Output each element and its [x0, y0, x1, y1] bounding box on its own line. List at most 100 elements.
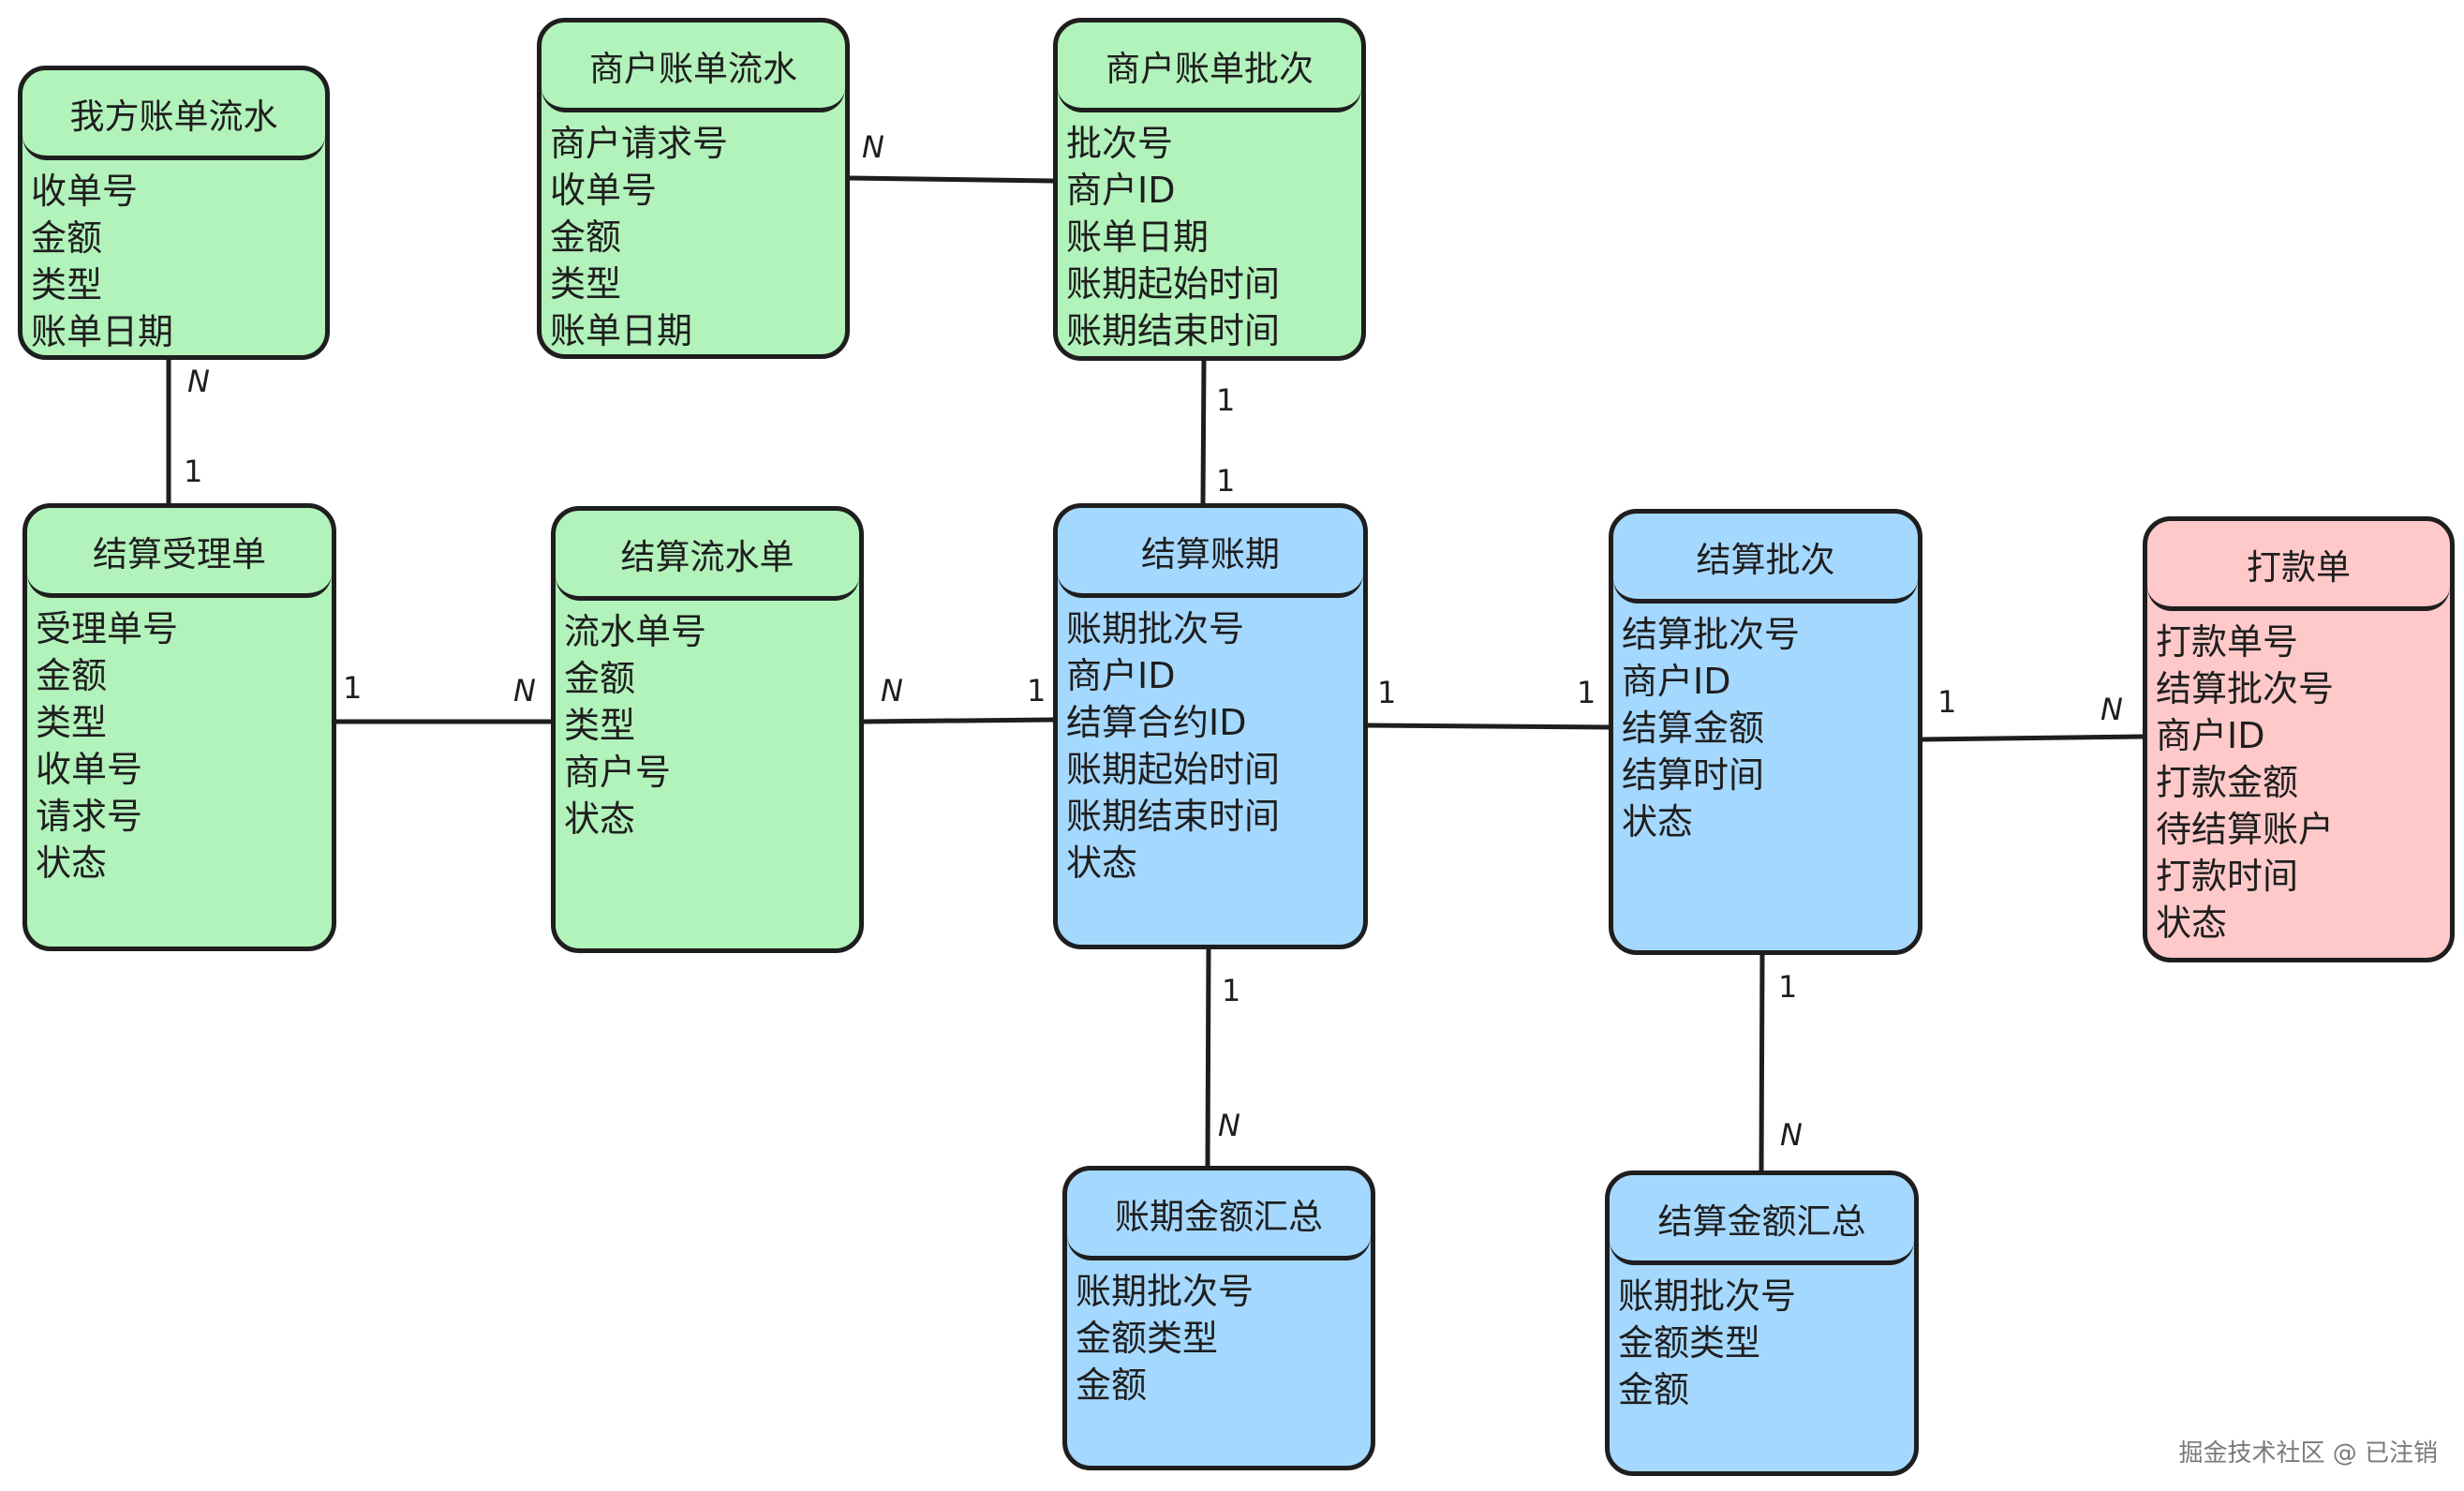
entity-field: 账期批次号 [1618, 1275, 1797, 1317]
entity-period-amount-summary: 账期金额汇总 账期批次号 金额类型 金额 [1062, 1166, 1375, 1470]
entity-fields: 账期批次号 金额类型 金额 [1067, 1260, 1371, 1409]
rel-batch-payment [1920, 734, 2145, 742]
entity-field: 商户ID [1622, 661, 1731, 702]
cardinality-label: 1 [1778, 969, 1798, 1005]
entity-fields: 流水单号 金额 类型 商户号 状态 [556, 601, 859, 842]
cardinality-label: 1 [1027, 673, 1046, 708]
entity-field: 账期批次号 [1066, 608, 1245, 649]
entity-settlement-batch: 结算批次 结算批次号 商户ID 结算金额 结算时间 状态 [1609, 509, 1922, 955]
rel-batch-period [1200, 357, 1207, 506]
entity-field: 打款单号 [2156, 621, 2299, 663]
entity-title: 账期金额汇总 [1067, 1170, 1371, 1260]
cardinality-label: 1 [343, 670, 363, 706]
entity-title: 结算金额汇总 [1610, 1175, 1914, 1265]
entity-field: 打款金额 [2156, 762, 2299, 803]
entity-field: 状态 [36, 842, 108, 884]
cardinality-label: N [1780, 1117, 1803, 1153]
entity-field: 打款时间 [2156, 856, 2299, 897]
entity-field: 结算批次号 [2156, 668, 2335, 709]
entity-field: 收单号 [550, 170, 658, 211]
entity-settlement-flow: 结算流水单 流水单号 金额 类型 商户号 状态 [551, 506, 864, 953]
rel-merchantflow-batch [847, 175, 1056, 184]
cardinality-label: N [881, 673, 903, 708]
entity-field: 收单号 [36, 749, 143, 790]
entity-fields: 账期批次号 金额类型 金额 [1610, 1265, 1914, 1413]
entity-fields: 收单号 金额 类型 账单日期 [22, 160, 325, 355]
entity-field: 商户ID [1066, 655, 1176, 696]
entity-field: 金额 [36, 655, 108, 696]
entity-field: 商户ID [1066, 170, 1176, 211]
entity-field: 金额类型 [1618, 1322, 1761, 1364]
entity-fields: 打款单号 结算批次号 商户ID 打款金额 待结算账户 打款时间 状态 [2147, 611, 2450, 947]
entity-settle-amount-summary: 结算金额汇总 账期批次号 金额类型 金额 [1605, 1170, 1919, 1476]
entity-field: 类型 [564, 705, 636, 746]
entity-field: 受理单号 [36, 608, 179, 649]
entity-fields: 受理单号 金额 类型 收单号 请求号 状态 [27, 598, 332, 887]
entity-field: 收单号 [31, 171, 139, 212]
entity-field: 账期起始时间 [1066, 749, 1281, 790]
entity-field: 金额 [1618, 1369, 1690, 1410]
entity-field: 请求号 [36, 796, 143, 837]
entity-field: 金额 [1076, 1364, 1148, 1406]
entity-settlement-acceptance: 结算受理单 受理单号 金额 类型 收单号 请求号 状态 [22, 503, 336, 951]
rel-period-batch [1365, 723, 1611, 730]
entity-field: 结算批次号 [1622, 614, 1801, 655]
cardinality-label: N [187, 364, 210, 399]
entity-field: 类型 [550, 263, 622, 305]
cardinality-label: N [862, 129, 884, 165]
entity-field: 状态 [1622, 801, 1694, 842]
entity-title: 结算批次 [1613, 514, 1918, 604]
entity-field: 账期起始时间 [1066, 263, 1281, 305]
entity-fields: 账期批次号 商户ID 结算合约ID 账期起始时间 账期结束时间 状态 [1058, 598, 1363, 887]
entity-merchant-bill-batch: 商户账单批次 批次号 商户ID 账单日期 账期起始时间 账期结束时间 [1053, 18, 1366, 361]
entity-field: 商户ID [2156, 715, 2265, 756]
entity-fields: 结算批次号 商户ID 结算金额 结算时间 状态 [1613, 604, 1918, 845]
entity-field: 状态 [564, 798, 636, 840]
entity-merchant-bill-flow: 商户账单流水 商户请求号 收单号 金额 类型 账单日期 [537, 18, 850, 359]
cardinality-label: 1 [184, 454, 203, 489]
cardinality-label: 1 [1216, 382, 1236, 418]
entity-field: 金额类型 [1076, 1318, 1219, 1359]
entity-field: 流水单号 [564, 611, 707, 652]
cardinality-label: N [2100, 692, 2123, 727]
entity-field: 账单日期 [31, 311, 174, 352]
rel-flow-period [861, 717, 1056, 724]
entity-fields: 批次号 商户ID 账单日期 账期起始时间 账期结束时间 [1058, 112, 1361, 354]
rel-batch-summary [1759, 952, 1765, 1173]
entity-field: 商户号 [564, 752, 672, 793]
entity-field: 状态 [2156, 902, 2228, 944]
entity-field: 账单日期 [1066, 216, 1210, 258]
entity-field: 账期结束时间 [1066, 796, 1281, 837]
entity-title: 商户账单批次 [1058, 22, 1361, 112]
watermark: 掘金技术社区 @ 已注销 [2178, 1439, 2438, 1468]
cardinality-label: 1 [1222, 973, 1241, 1008]
entity-field: 账单日期 [550, 310, 693, 351]
rel-period-summary [1205, 947, 1211, 1169]
cardinality-label: 1 [1577, 675, 1596, 710]
entity-field: 结算时间 [1622, 754, 1765, 796]
entity-field: 金额 [550, 216, 622, 258]
entity-field: 类型 [36, 702, 108, 743]
entity-field: 状态 [1066, 842, 1138, 884]
cardinality-label: 1 [1377, 675, 1397, 710]
entity-fields: 商户请求号 收单号 金额 类型 账单日期 [542, 112, 845, 354]
cardinality-label: 1 [1216, 463, 1236, 499]
entity-title: 商户账单流水 [542, 22, 845, 112]
entity-field: 商户请求号 [550, 123, 729, 164]
entity-field: 类型 [31, 264, 103, 306]
entity-field: 结算合约ID [1066, 702, 1247, 743]
cardinality-label: 1 [1937, 684, 1957, 720]
entity-settlement-period: 结算账期 账期批次号 商户ID 结算合约ID 账期起始时间 账期结束时间 状态 [1053, 503, 1368, 949]
entity-field: 结算金额 [1622, 708, 1765, 749]
entity-ours-bill-flow: 我方账单流水 收单号 金额 类型 账单日期 [18, 66, 330, 360]
entity-field: 批次号 [1066, 123, 1174, 164]
cardinality-label: N [513, 673, 536, 708]
entity-title: 打款单 [2147, 521, 2450, 611]
entity-title: 结算流水单 [556, 511, 859, 601]
entity-field: 金额 [31, 217, 103, 259]
entity-title: 我方账单流水 [22, 70, 325, 160]
cardinality-label: N [1218, 1108, 1240, 1143]
entity-payment-order: 打款单 打款单号 结算批次号 商户ID 打款金额 待结算账户 打款时间 状态 [2143, 516, 2455, 962]
entity-field: 金额 [564, 658, 636, 699]
